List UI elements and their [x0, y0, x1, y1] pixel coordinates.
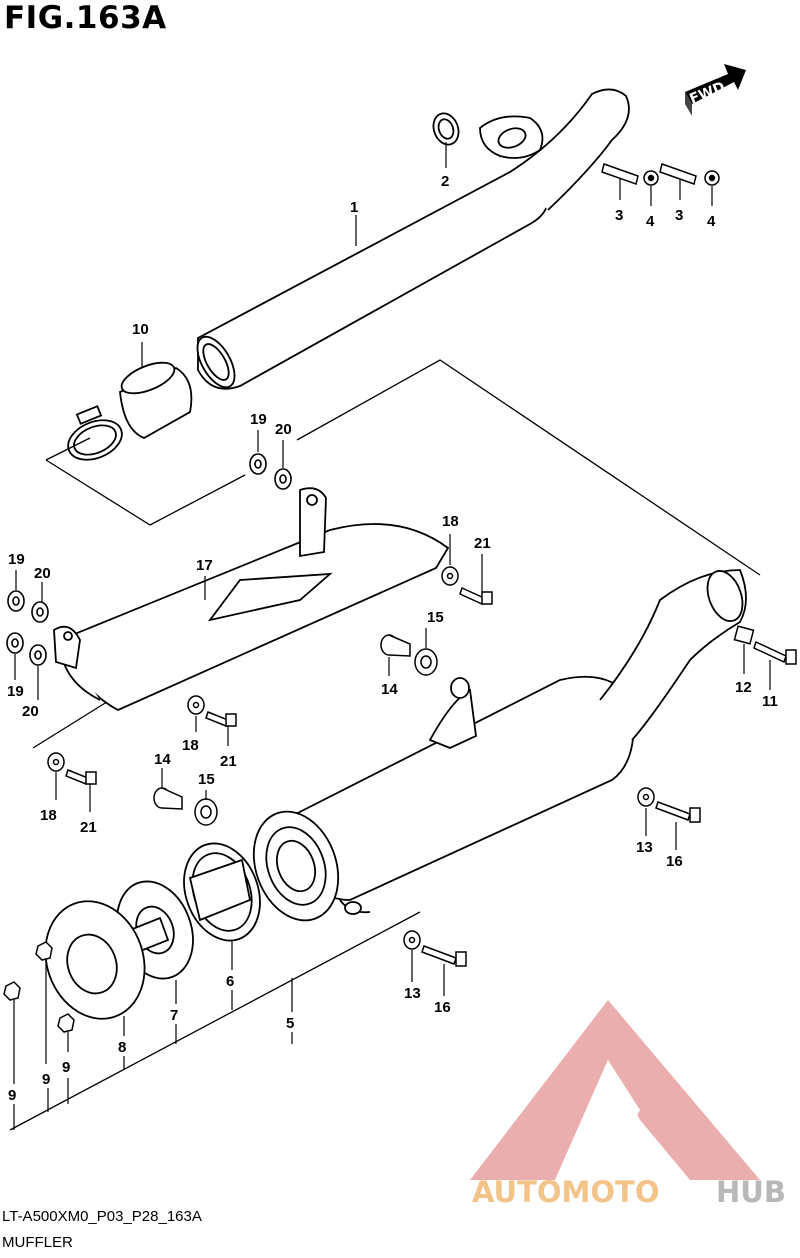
callout-20: 20	[275, 421, 292, 438]
callout-13: 13	[636, 839, 653, 856]
callout-15: 15	[427, 609, 444, 626]
callout-16: 16	[666, 853, 683, 870]
callout-7: 7	[170, 1007, 178, 1024]
heat-shield	[53, 487, 450, 712]
callout-19: 19	[7, 683, 24, 700]
callout-21: 21	[80, 819, 97, 836]
callout-15: 15	[198, 771, 215, 788]
callout-21: 21	[474, 535, 491, 552]
exhaust-pipe	[196, 88, 630, 390]
callout-14: 14	[381, 681, 398, 698]
figure-reference-code: LT-A500XM0_P03_P28_163A	[2, 1208, 202, 1225]
figure-title: FIG.163A	[4, 0, 167, 36]
watermark-logo	[470, 1000, 760, 1180]
callout-9: 9	[42, 1071, 50, 1088]
figure-caption: MUFFLER	[2, 1234, 73, 1251]
callout-14: 14	[154, 751, 171, 768]
washer-and-bolt-sets	[403, 787, 701, 967]
callout-8: 8	[118, 1039, 126, 1056]
studs-and-nuts	[601, 163, 720, 186]
callout-3: 3	[615, 207, 623, 224]
callout-18: 18	[182, 737, 199, 754]
callout-10: 10	[132, 321, 149, 338]
callout-19: 19	[8, 551, 25, 568]
pipe-joint-sleeve	[119, 361, 193, 439]
watermark-text: AUTOMOTO HUB	[472, 1175, 786, 1209]
callout-1: 1	[350, 199, 358, 216]
callout-18: 18	[442, 513, 459, 530]
callout-21: 21	[220, 753, 237, 770]
callout-17: 17	[196, 557, 213, 574]
callout-13: 13	[404, 985, 421, 1002]
callout-4: 4	[707, 213, 716, 230]
callout-2: 2	[441, 173, 449, 190]
callout-11: 11	[762, 693, 778, 710]
callout-19: 19	[250, 411, 267, 428]
callout-20: 20	[34, 565, 51, 582]
muffler-body	[252, 569, 747, 922]
end-cap-assembly	[44, 842, 261, 1020]
callout-6: 6	[226, 973, 234, 990]
callout-12: 12	[735, 679, 752, 696]
section-frame-lines	[9, 359, 761, 1131]
washers-and-bolts	[47, 566, 493, 785]
fwd-arrow-icon: FWD	[685, 64, 746, 116]
callout-4: 4	[646, 213, 655, 230]
callout-20: 20	[22, 703, 39, 720]
part-callouts: 1 2 3 4 3 4 10 19 20 17 18 21 19 20 15 1…	[7, 173, 778, 1104]
grommets-and-collars	[6, 453, 292, 666]
mount-bolts-and-grommets	[153, 634, 438, 826]
callout-18: 18	[40, 807, 57, 824]
hose-clamp	[67, 405, 123, 461]
collar-and-bolt	[733, 625, 797, 665]
callout-9: 9	[62, 1059, 70, 1076]
svg-text:HUB: HUB	[716, 1175, 786, 1209]
svg-text:AUTOMOTO: AUTOMOTO	[472, 1175, 659, 1209]
callout-3: 3	[675, 207, 683, 224]
callout-16: 16	[434, 999, 451, 1016]
leader-lines	[13, 142, 771, 1130]
gasket	[432, 112, 460, 146]
callout-5: 5	[286, 1015, 294, 1032]
callout-9: 9	[8, 1087, 16, 1104]
cap-bolts	[3, 941, 75, 1033]
